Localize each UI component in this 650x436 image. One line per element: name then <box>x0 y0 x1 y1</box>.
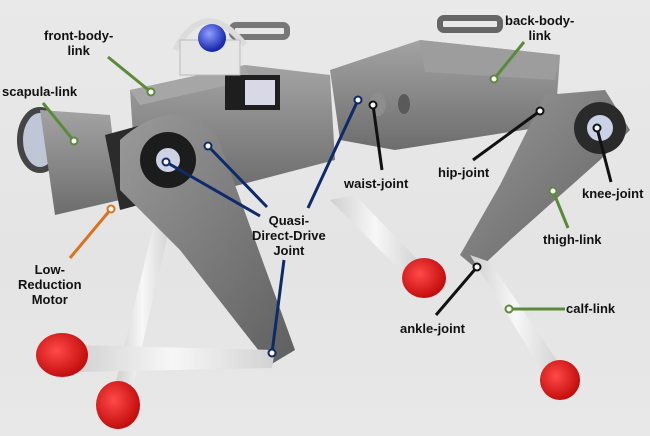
marker-qdd-4 <box>267 348 277 358</box>
marker-low-reduction-motor <box>106 204 116 214</box>
label-thigh-link: thigh-link <box>543 232 602 247</box>
rear-leg-back <box>330 195 446 298</box>
marker-knee-joint <box>592 123 602 133</box>
label-ankle-joint: ankle-joint <box>400 321 466 336</box>
marker-front-body-link <box>146 87 156 97</box>
marker-waist-joint <box>368 100 378 110</box>
marker-hip-joint <box>535 106 545 116</box>
front-leg-front <box>17 107 295 377</box>
marker-qdd-2 <box>161 157 171 167</box>
foot-front-back <box>96 381 140 429</box>
label-hip-joint: hip-joint <box>438 165 490 180</box>
label-front-body-link: front-body- link <box>44 28 114 58</box>
marker-scapula-link <box>69 136 79 146</box>
marker-qdd-1 <box>203 141 213 151</box>
leader-lines <box>41 41 613 358</box>
label-back-body-link: back-body- link <box>505 13 575 43</box>
foot-front-front <box>36 333 88 377</box>
foot-rear-back <box>402 258 446 298</box>
label-scapula-link: scapula-link <box>2 84 78 99</box>
label-low-reduction-motor: Low- Reduction Motor <box>18 262 82 307</box>
foot-rear-front <box>540 360 580 400</box>
rear-leg-front <box>460 90 630 400</box>
marker-thigh-link <box>548 186 558 196</box>
label-calf-link: calf-link <box>566 301 616 316</box>
marker-back-body-link <box>489 74 499 84</box>
label-qdd-joint: Quasi- Direct-Drive Joint <box>252 213 326 258</box>
label-waist-joint: waist-joint <box>344 176 409 191</box>
label-knee-joint: knee-joint <box>582 186 644 201</box>
marker-calf-link <box>504 304 514 314</box>
lidar-dome <box>198 24 226 52</box>
front-leg-back <box>96 220 170 429</box>
marker-ankle-joint <box>472 262 482 272</box>
marker-qdd-3 <box>353 95 363 105</box>
